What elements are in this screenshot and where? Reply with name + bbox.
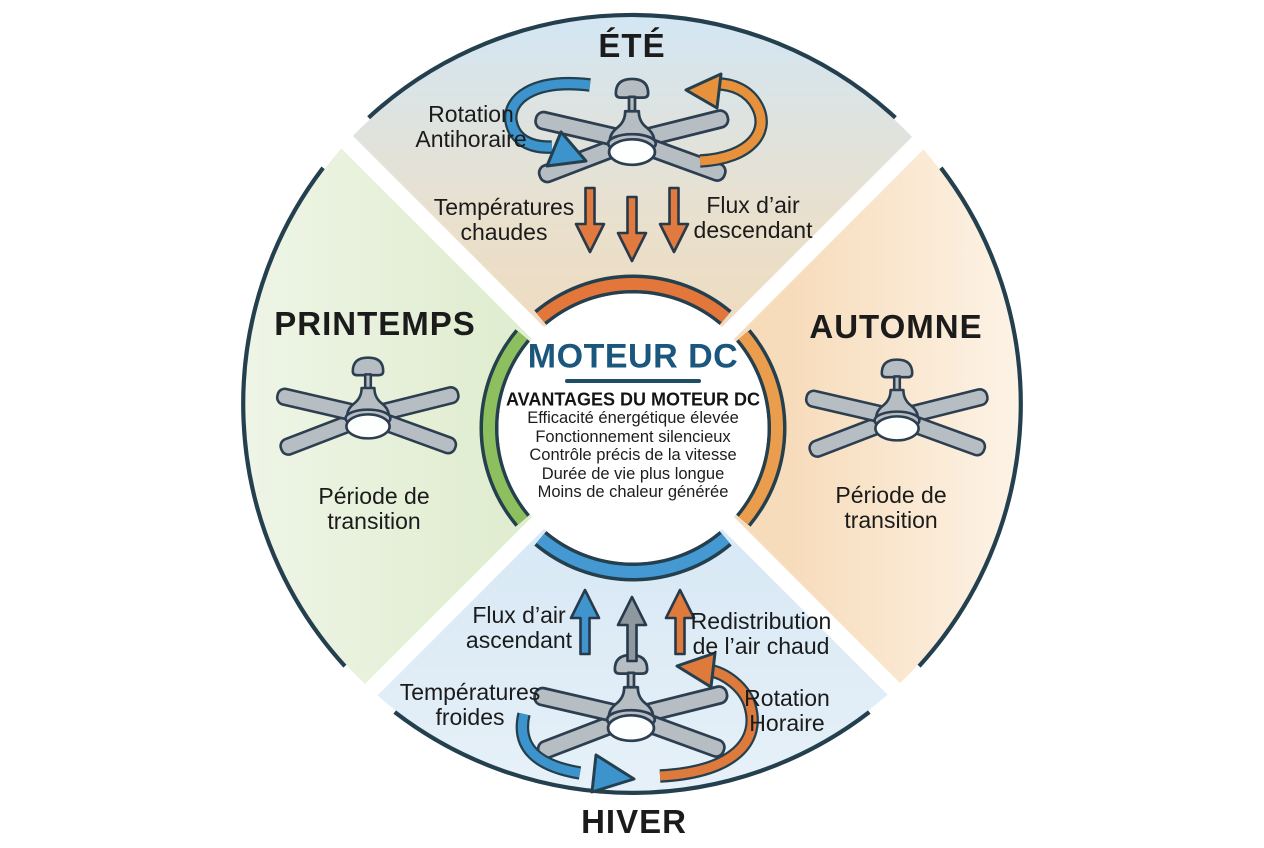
center-title: MOTEUR DC	[527, 337, 739, 376]
center-title-underline	[565, 379, 701, 383]
advantage-item: Contrôle précis de la vitesse	[529, 446, 737, 465]
ring-segment-bottom	[536, 533, 730, 578]
advantage-item: Moins de chaleur générée	[537, 483, 729, 502]
season-title-hiver: HIVER	[581, 803, 687, 841]
season-title-ete: ÉTÉ	[598, 27, 666, 65]
outer-circle-border	[241, 12, 1023, 795]
center-ring-segments	[483, 278, 783, 578]
season-title-automne: AUTOMNE	[809, 308, 983, 346]
advantage-item: Efficacité énergétique élevée	[527, 409, 739, 427]
rotation-ccw-orange-arrow-icon	[684, 72, 768, 168]
rotation-cw-blue-arrow-icon	[515, 712, 636, 794]
ring-segment-left	[483, 331, 528, 525]
label-temperatures-froides: Températures froides	[399, 679, 541, 730]
center-disc	[498, 293, 768, 563]
advantage-item: Durée de vie plus longue	[541, 464, 725, 483]
airflow-up-arrows-icon	[569, 588, 696, 663]
label-rotation-horaire: Rotation Horaire	[744, 685, 830, 736]
advantages-list: Efficacité énergétique élevée Fonctionne…	[527, 409, 739, 502]
label-rotation-antihoraire: Rotation Antihoraire	[415, 101, 527, 152]
label-periode-transition-automne: Période de transition	[835, 482, 947, 533]
label-periode-transition-printemps: Période de transition	[318, 483, 430, 534]
label-flux-descendant: Flux d’air descendant	[693, 192, 813, 243]
ring-segment-top	[536, 278, 730, 323]
season-title-printemps: PRINTEMPS	[274, 305, 476, 343]
rotation-cw-orange-arrow-icon	[659, 651, 759, 783]
rotation-ccw-blue-arrow-icon	[504, 77, 591, 168]
label-temperatures-chaudes: Températures chaudes	[433, 194, 575, 245]
label-flux-ascendant: Flux d’air ascendant	[465, 602, 573, 653]
center-subtitle: AVANTAGES DU MOTEUR DC	[506, 389, 760, 410]
advantage-item: Fonctionnement silencieux	[535, 427, 731, 446]
ring-segment-right	[738, 331, 783, 525]
label-redistribution-air-chaud: Redistribution de l’air chaud	[690, 608, 832, 659]
